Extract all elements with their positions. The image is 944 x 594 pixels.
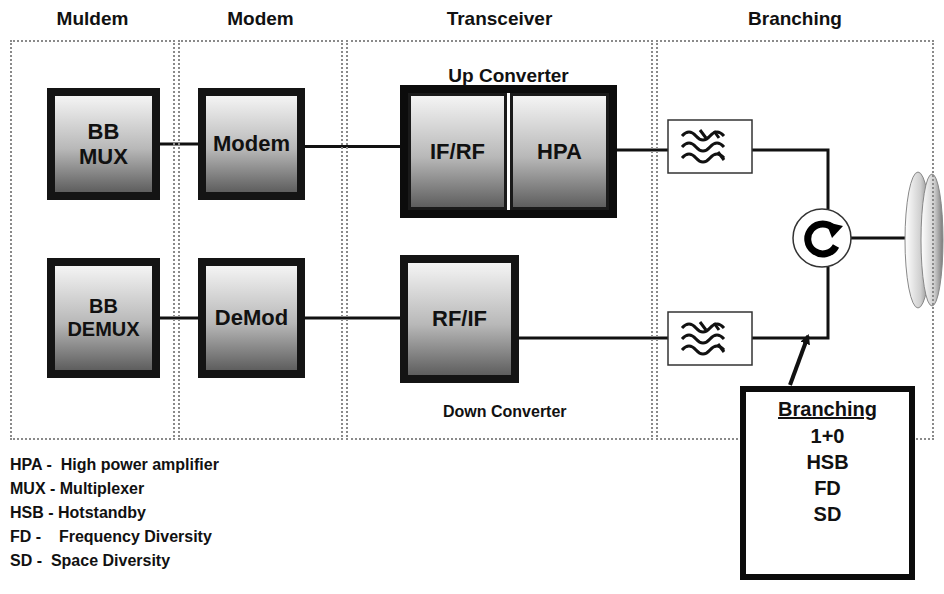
legend-note: SD - Space Diversity bbox=[10, 552, 170, 570]
section-region: MuldemBB MUXBB DEMUX bbox=[10, 40, 175, 440]
antenna-dish bbox=[905, 172, 943, 308]
box-label: IF/RF bbox=[430, 139, 485, 164]
callout-list: 1+0 HSB FD SD bbox=[806, 423, 848, 527]
section-region: TransceiverUp ConverterIF/RFHPARF/IF bbox=[346, 40, 653, 440]
section-heading: Branching bbox=[658, 8, 932, 30]
box-label: BB DEMUX bbox=[67, 295, 139, 341]
section-heading: Up Converter bbox=[408, 65, 609, 87]
section-region: Branching bbox=[656, 40, 934, 440]
function-box: DeMod bbox=[198, 258, 305, 378]
box-label: Modem bbox=[213, 131, 290, 156]
function-box: HPA bbox=[510, 93, 609, 210]
bandpass-filter bbox=[668, 120, 752, 173]
signal-line bbox=[305, 145, 408, 148]
function-box: RF/IF bbox=[400, 255, 519, 383]
section-heading: Muldem bbox=[12, 8, 173, 30]
function-box: IF/RF bbox=[408, 93, 507, 210]
legend-note: FD - Frequency Diversity bbox=[10, 528, 212, 546]
box-label: HPA bbox=[537, 139, 582, 164]
section-region: ModemModemDeMod bbox=[178, 40, 343, 440]
section-heading: Modem bbox=[180, 8, 341, 30]
legend-note: HPA - High power amplifier bbox=[10, 456, 219, 474]
signal-line bbox=[305, 317, 400, 320]
callout-heading: Branching bbox=[778, 398, 877, 421]
box-label: BB MUX bbox=[79, 119, 128, 170]
function-box: BB DEMUX bbox=[47, 258, 160, 378]
box-label: DeMod bbox=[215, 305, 288, 330]
function-box: BB MUX bbox=[47, 88, 160, 200]
section-heading: Transceiver bbox=[348, 8, 651, 30]
bandpass-filter bbox=[668, 312, 752, 365]
legend-note: MUX - Multiplexer bbox=[10, 480, 144, 498]
circulator-symbol bbox=[793, 209, 851, 267]
section-caption: Down Converter bbox=[443, 403, 567, 421]
callout-box: Branching1+0 HSB FD SD bbox=[740, 386, 915, 580]
function-box: Modem bbox=[198, 88, 305, 200]
box-label: RF/IF bbox=[432, 306, 487, 331]
legend-note: HSB - Hotstandby bbox=[10, 504, 146, 522]
callout-arrow bbox=[790, 336, 808, 385]
converter-frame: Up ConverterIF/RFHPA bbox=[400, 85, 617, 218]
